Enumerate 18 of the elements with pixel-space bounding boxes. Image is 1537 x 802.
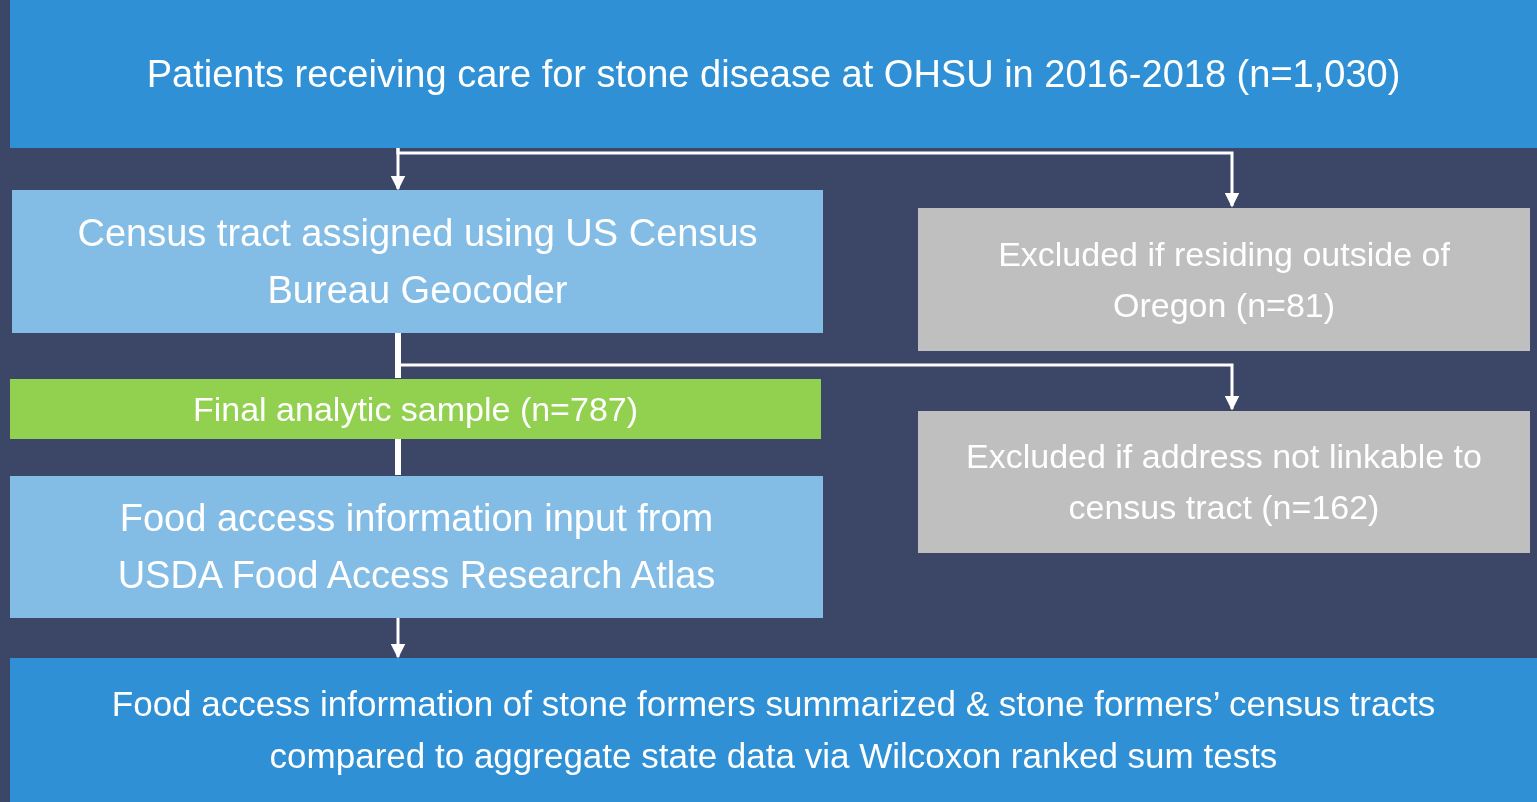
connector-line: [395, 439, 401, 475]
excluded-box: [918, 208, 1530, 351]
box-text: Excluded if residing outside of Oregon (n=81): [997, 233, 1451, 326]
arrow: [396, 147, 1240, 208]
excluded-box: [918, 411, 1530, 553]
sample-box: [10, 379, 821, 439]
main-box: [10, 658, 1537, 802]
step-box: [10, 476, 823, 618]
arrow: [390, 618, 406, 659]
box-text: Final analytic sample (n=787): [192, 388, 639, 430]
box-text: Patients receiving care for stone disease at OHSU in 2016-2018 (n=1,030): [146, 51, 1401, 97]
box-text: Excluded if address not linkable to census tract (n=162): [965, 436, 1483, 528]
box-text: Food access information of stone formers summarized & stone formers’ census tracts compared to aggregate state data via Wilcoxon ranked sum tests: [110, 682, 1437, 777]
box-text: Census tract assigned using US Census Bureau Geocoder: [76, 210, 759, 313]
main-box: [10, 0, 1537, 148]
connector-line: [395, 333, 401, 378]
box-text: Food access information input from USDA Food Access Research Atlas: [116, 496, 717, 598]
step-box: [12, 190, 823, 333]
